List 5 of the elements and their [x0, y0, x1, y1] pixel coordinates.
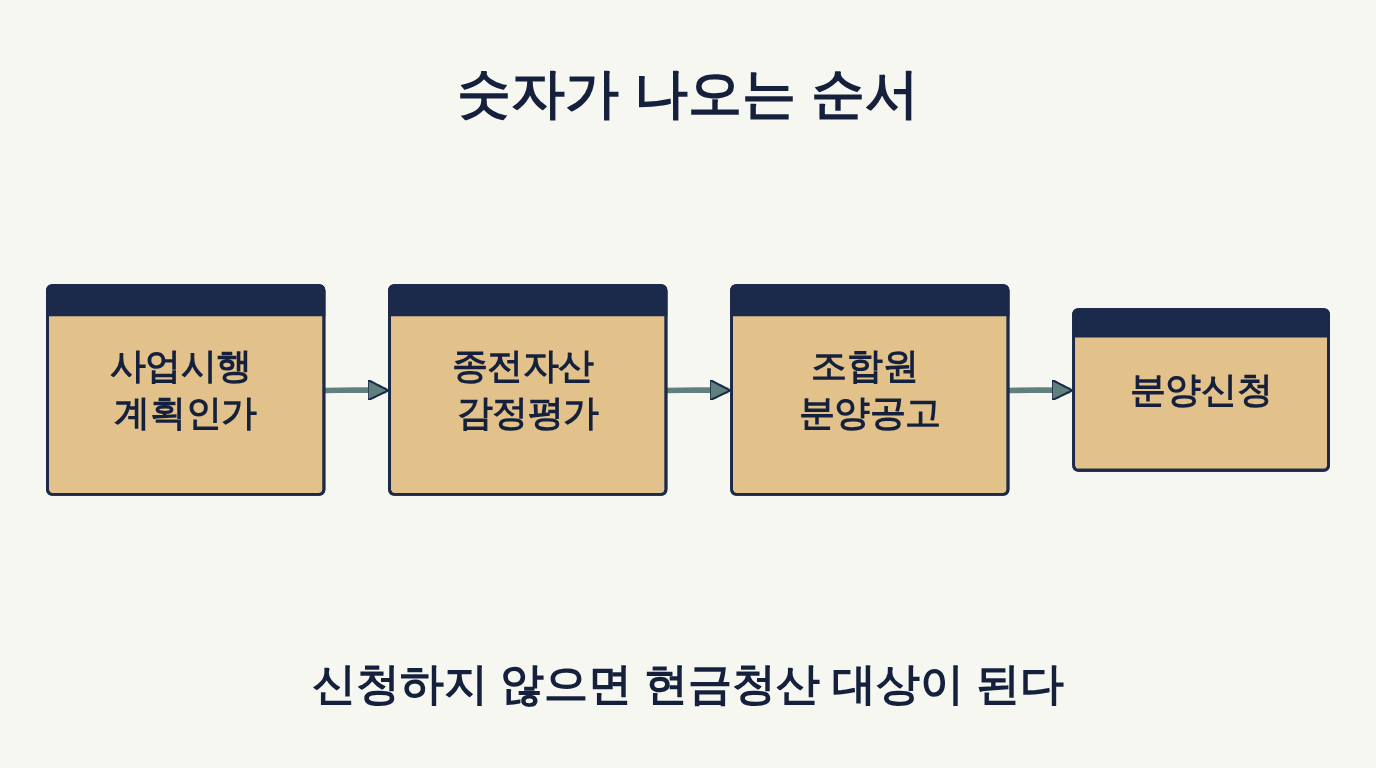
diagram-caption: 신청하지 않으면 현금청산 대상이 된다	[311, 658, 1065, 710]
arrow	[666, 378, 732, 402]
diagram-title: 숫자가 나오는 순서	[457, 62, 919, 125]
arrow	[1008, 378, 1074, 402]
arrow	[324, 378, 390, 402]
